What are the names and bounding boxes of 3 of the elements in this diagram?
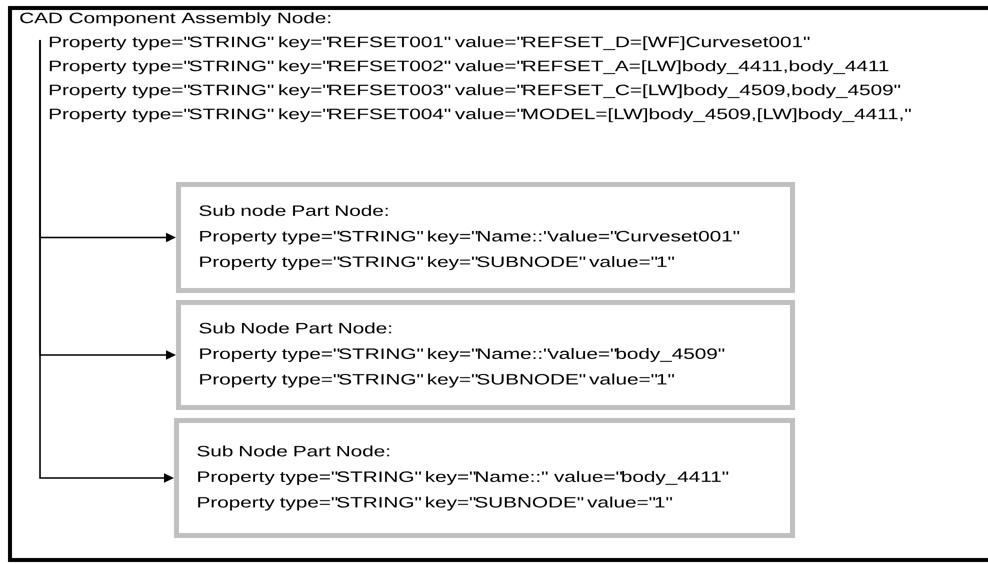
part-node-box: Sub Node Part Node: Property type="STRING" key="Name::"value="body_4509" Property type="STRING" key="SUBNODE" value="1"	[176, 300, 795, 410]
part-node-box: Sub Node Part Node: Property type="STRING" key="Name::" value="body_4411" Property type="STRING" key="SUBNODE" value="1"	[174, 418, 795, 538]
part-node-box: Sub node Part Node: Property type="STRING" key="Name::"value="Curveset001" Property type="STRING" key="SUBNODE" value="1"	[176, 182, 795, 293]
